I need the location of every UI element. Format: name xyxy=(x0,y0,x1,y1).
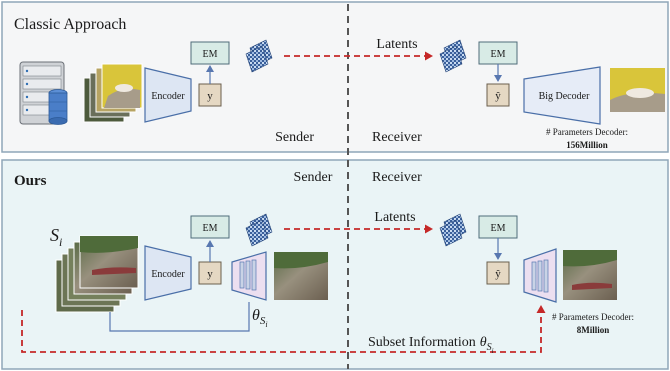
sender-reconstruction-image xyxy=(274,252,328,300)
encoder-block xyxy=(144,67,192,123)
em-label: EM xyxy=(203,49,218,60)
sender-label: Sender xyxy=(294,170,333,185)
params-label: # Parameters Decoder: xyxy=(552,312,634,322)
classic-approach-title: Classic Approach xyxy=(14,16,126,33)
em-label: EM xyxy=(203,223,218,234)
em-label: EM xyxy=(491,223,506,234)
entropy-model-box xyxy=(190,215,230,239)
entropy-model-box xyxy=(190,41,230,65)
latent-yhat-label: ŷ xyxy=(495,90,501,102)
receiver-label: Receiver xyxy=(372,130,422,145)
subset-information-arrow xyxy=(21,305,546,353)
subset-image-stack xyxy=(55,235,139,313)
latent-grid-icon xyxy=(439,213,467,247)
big-decoder-block xyxy=(523,66,601,125)
latent-grid-icon xyxy=(245,213,273,247)
params-value: 156Million xyxy=(566,140,608,150)
server-database-icon xyxy=(19,61,68,125)
latent-yhat-box xyxy=(486,83,510,107)
sender-label: Sender xyxy=(275,130,314,145)
encoder-label: Encoder xyxy=(151,91,185,102)
latents-label: Latents xyxy=(374,210,415,225)
receiver-label: Receiver xyxy=(372,170,422,185)
receiver-reconstruction-image xyxy=(563,250,617,300)
latent-grid-icon xyxy=(439,39,467,73)
decoder-layers xyxy=(531,259,549,293)
big-decoder-label: Big Decoder xyxy=(539,91,590,102)
encoder-label: Encoder xyxy=(151,269,185,280)
latent-y-label: y xyxy=(207,90,213,102)
ours-title: Ours xyxy=(14,173,47,189)
latent-yhat-label: ŷ xyxy=(495,268,501,280)
params-value: 8Million xyxy=(577,325,610,335)
em-label: EM xyxy=(491,49,506,60)
latents-label: Latents xyxy=(376,37,417,52)
latent-yhat-box xyxy=(486,261,510,285)
latent-grid-icon xyxy=(245,39,273,73)
params-label: # Parameters Decoder: xyxy=(546,127,628,137)
decoder-layers xyxy=(239,259,257,291)
theta-subset-symbol: θSi xyxy=(252,307,268,329)
encoder-block xyxy=(144,245,192,301)
subset-feedback-line xyxy=(109,302,250,332)
subset-symbol: Si xyxy=(50,225,62,249)
reconstructed-image xyxy=(610,68,665,112)
latent-y-label: y xyxy=(207,268,213,280)
input-image-stack xyxy=(83,63,143,123)
